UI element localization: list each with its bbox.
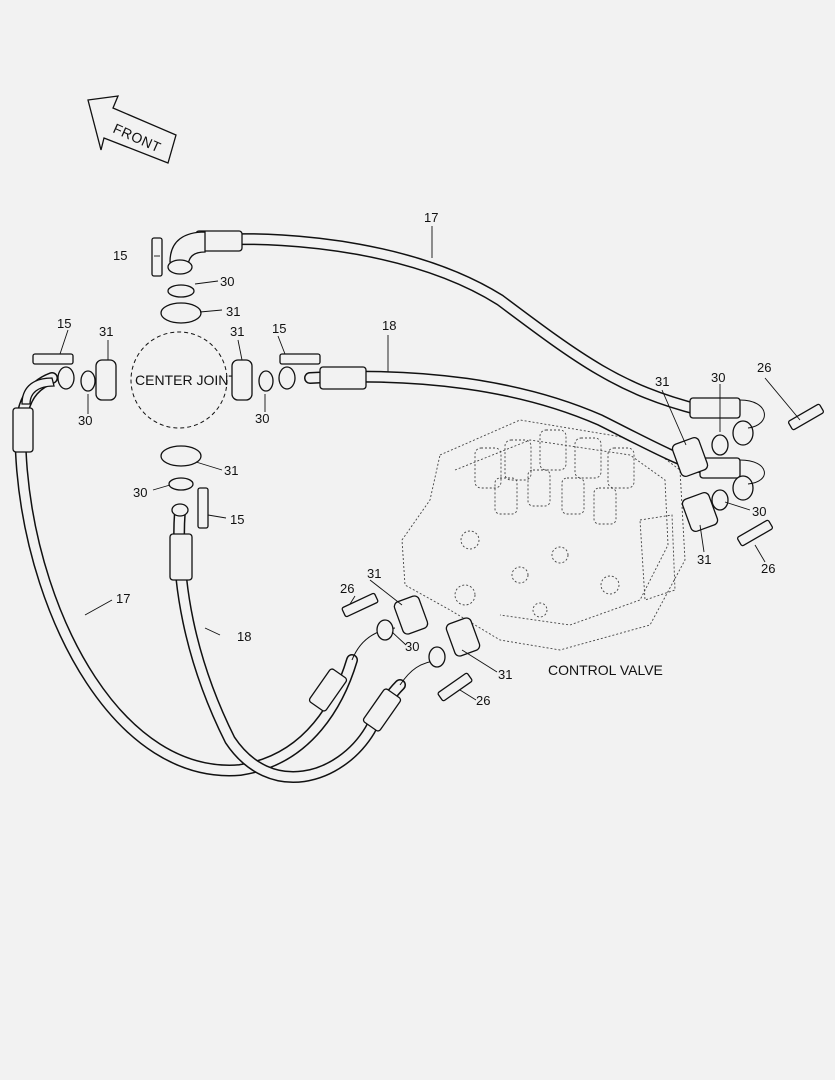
hose-18 [169, 366, 716, 783]
callout-30-e: 30 [711, 370, 725, 385]
callout-15-d: 15 [230, 512, 244, 527]
callout-26-c: 26 [340, 581, 354, 596]
callout-31-h: 31 [498, 667, 512, 682]
callout-31-d: 31 [224, 463, 238, 478]
callout-17-top: 17 [424, 210, 438, 225]
callout-31-a: 31 [226, 304, 240, 319]
callout-30-b: 30 [78, 413, 92, 428]
callout-26-b: 26 [761, 561, 775, 576]
callout-30-a: 30 [220, 274, 234, 289]
center-joint-fittings [21, 231, 321, 529]
control-valve-label: CONTROL VALVE [548, 662, 663, 678]
center-joint-label: CENTER JOINT [135, 372, 237, 388]
callout-31-c: 31 [230, 324, 244, 339]
center-joint: CENTER JOINT [130, 331, 237, 429]
callout-15-b: 15 [57, 316, 71, 331]
callout-31-b: 31 [99, 324, 113, 339]
leader-lines [59, 226, 801, 701]
callouts: 17 17 18 18 15 15 15 15 30 30 30 30 30 3… [57, 210, 775, 708]
front-arrow: FRONT [87, 95, 177, 164]
hose-17 [12, 230, 706, 777]
callout-30-d: 30 [133, 485, 147, 500]
callout-26-a: 26 [757, 360, 771, 375]
callout-31-g: 31 [367, 566, 381, 581]
valve-fittings-lower [341, 592, 481, 702]
callout-31-e: 31 [655, 374, 669, 389]
callout-30-g: 30 [405, 639, 419, 654]
callout-17-left: 17 [116, 591, 130, 606]
callout-15-a: 15 [113, 248, 127, 263]
callout-15-c: 15 [272, 321, 286, 336]
callout-31-f: 31 [697, 552, 711, 567]
callout-26-d: 26 [476, 693, 490, 708]
callout-18-bottom: 18 [237, 629, 251, 644]
valve-fittings-right [671, 397, 825, 547]
control-valve: CONTROL VALVE [401, 419, 686, 678]
callout-30-f: 30 [752, 504, 766, 519]
callout-30-c: 30 [255, 411, 269, 426]
callout-18-top: 18 [382, 318, 396, 333]
